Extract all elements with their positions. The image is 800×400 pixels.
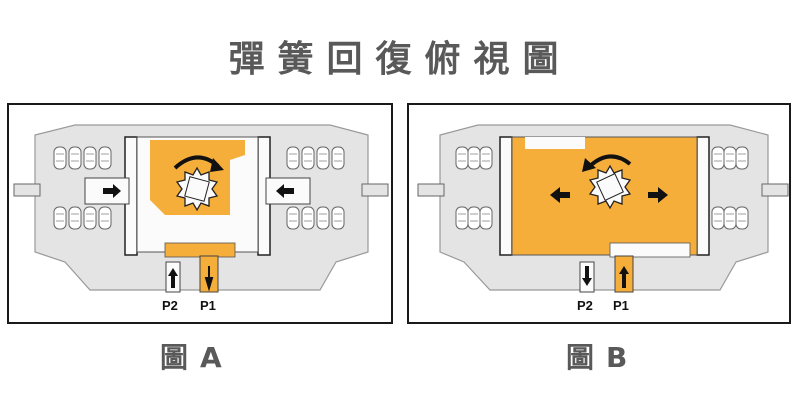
figure-b: P2 P1 (407, 103, 791, 324)
p2-flow-arrow (168, 268, 178, 288)
left-shaft (417, 183, 445, 197)
left-outward-arrow (550, 187, 570, 203)
left-push-arrow (103, 184, 121, 198)
upper-void-left (525, 137, 585, 149)
right-piston (696, 136, 710, 256)
port-p1-label: P1 (200, 298, 216, 313)
right-outward-arrow (648, 187, 668, 203)
left-piston (499, 136, 513, 256)
port-p1-label: P1 (613, 298, 629, 313)
rotation-arrow (588, 154, 632, 168)
page-title: 彈簧回復俯視圖 (228, 39, 572, 80)
gear-hub (184, 176, 210, 202)
right-shaft (761, 183, 789, 197)
center-passage (609, 242, 691, 258)
figure-a: P2 P1 (7, 103, 393, 324)
p1-flow-arrow (204, 266, 214, 292)
p1-flow-arrow (619, 266, 629, 288)
port-p2-label: P2 (577, 298, 593, 313)
caption-letter: A (200, 341, 222, 374)
rotation-arrow-head (582, 158, 596, 172)
p2-flow-arrow (582, 266, 592, 286)
right-push-arrow (276, 184, 294, 198)
rotation-arrow-head (210, 158, 224, 172)
gear-hub (596, 173, 624, 201)
oil-chamber-lower (525, 210, 595, 242)
caption-char: 圖 (566, 341, 595, 374)
oil-channel-bottom (164, 242, 236, 258)
port-p2-label: P2 (162, 298, 178, 313)
right-shaft (361, 183, 389, 197)
left-shaft (13, 183, 41, 197)
caption-letter: B (606, 341, 628, 374)
caption-char: 圖 (160, 341, 189, 374)
